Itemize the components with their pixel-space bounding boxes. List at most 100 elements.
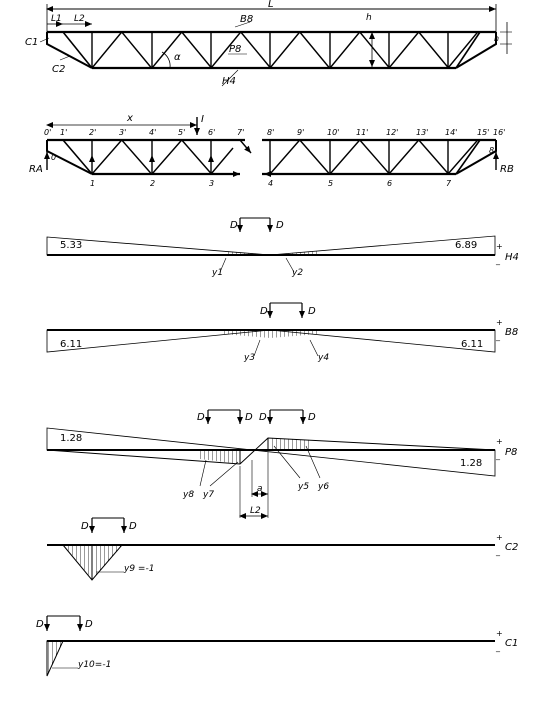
angle-arc xyxy=(161,51,171,69)
il-b8-left-value: 6.11 xyxy=(60,339,82,350)
top-node-label: 13' xyxy=(416,128,428,137)
y5-leader xyxy=(273,445,301,479)
diagonal-up-1 xyxy=(91,31,123,69)
angle-label: α xyxy=(174,52,181,63)
diagonal-down-2-5 xyxy=(359,139,391,175)
top-node-label: 9' xyxy=(297,128,304,137)
end-diagonal-left-2 xyxy=(62,139,93,175)
il-b8-member: B8 xyxy=(505,327,518,338)
y8-leader xyxy=(199,459,207,487)
il-h4-load-label-right: D xyxy=(276,220,284,231)
y6-label: y6 xyxy=(317,482,329,492)
y4-label: y4 xyxy=(317,353,329,363)
top-node-label: 2' xyxy=(89,128,96,137)
il-b8-minus: _ xyxy=(495,332,501,341)
influence-line-c1: D D y10=-1 + _ C1 xyxy=(36,615,518,677)
diagonal-up-2-cut xyxy=(210,147,234,175)
y3-leader xyxy=(253,339,261,357)
il-b8-load-label-right: D xyxy=(308,306,316,317)
bottom-node-label: 4 xyxy=(268,179,273,188)
diagonal-down-1 xyxy=(121,31,153,69)
y7-leader xyxy=(209,461,239,487)
bottom-node-label: 5 xyxy=(328,179,333,188)
loaded-truss: x I 0'1'2'3'4'5'6'7'8'9'10'11'12'13'14'1… xyxy=(29,113,514,188)
il-h4-left-value: 5.33 xyxy=(60,240,82,251)
y7-label: y7 xyxy=(202,490,214,500)
y5-label: y5 xyxy=(297,482,309,492)
il-h4-member: H4 xyxy=(505,252,519,263)
diagonal-down-6 xyxy=(418,31,450,69)
top-chord-label: B8 xyxy=(240,14,253,25)
il-c2-minus: _ xyxy=(495,547,501,556)
y3-label: y3 xyxy=(243,353,255,363)
vertical-arrow-1 xyxy=(89,155,95,162)
diagonal-down-2-4 xyxy=(299,139,331,175)
il-p8-minus: _ xyxy=(495,451,501,460)
bottom-chord-label: H4 xyxy=(222,76,236,87)
diagonal-up-2-2 xyxy=(151,139,183,175)
top-node-label: 5' xyxy=(178,128,185,137)
top-node-label: 11' xyxy=(356,128,368,137)
height-label: h xyxy=(366,13,372,23)
influence-line-c2: D D y9 =-1 + _ C2 xyxy=(47,517,518,581)
y1-leader xyxy=(219,257,227,273)
diagonal-label: P8 xyxy=(229,44,241,55)
l2-label: L2 xyxy=(74,14,85,24)
left-vertical-label: C1 xyxy=(25,37,38,48)
bottom-node-label: 1 xyxy=(90,179,95,188)
y6-leader xyxy=(305,445,321,479)
y10-label: y10=-1 xyxy=(77,660,111,670)
influence-line-p8: 1.28 1.28 D D D D a L2 y8 y7 y5 y6 + _ P… xyxy=(46,409,517,519)
il-c1-plus: + xyxy=(496,629,503,638)
left-reaction-label: RA xyxy=(29,164,43,175)
loaded-truss-web xyxy=(89,139,479,175)
il-p8-plus: + xyxy=(496,437,503,446)
diagonal-down-2-1 xyxy=(121,139,153,175)
diagonal-up-2 xyxy=(151,31,183,69)
il-c1-load-label-left: D xyxy=(36,619,44,630)
diagonal-up-5 xyxy=(329,31,361,69)
il-c1-member: C1 xyxy=(505,638,518,649)
top-node-label: 15' xyxy=(477,128,489,137)
left-end-members xyxy=(46,32,93,69)
end-diagonal-left xyxy=(62,31,93,69)
influence-line-b8: 6.11 6.11 D D y3 y4 + _ B8 xyxy=(46,302,518,363)
h4-leader xyxy=(221,69,239,87)
il-b8-hatch xyxy=(222,330,318,338)
il-p8-load-label-2: D xyxy=(245,412,253,423)
truss-geometry: L L1 L2 α h h B8 P8 H4 C1 xyxy=(25,0,512,87)
c1-leader xyxy=(39,37,50,43)
top-node-label: 16' xyxy=(493,128,505,137)
diagonal-up-2-6 xyxy=(388,139,420,175)
il-h4-load-label-left: D xyxy=(230,220,238,231)
span-label: L xyxy=(268,0,274,10)
top-node-label: 4' xyxy=(149,128,156,137)
il-b8-right-value: 6.11 xyxy=(461,339,483,350)
il-p8-load-label-4: D xyxy=(308,412,316,423)
bottom-node-label: 2 xyxy=(150,179,155,188)
il-h4-minus: _ xyxy=(495,256,501,265)
left-end-members-2 xyxy=(46,140,93,175)
diagonal-up-6 xyxy=(388,31,420,69)
il-b8-load-label-left: D xyxy=(260,306,268,317)
diagonal-up-2-1 xyxy=(91,139,123,175)
end-diagonal-right-2 xyxy=(455,139,481,175)
bottom-node-label: 3 xyxy=(209,179,214,188)
x-label: x xyxy=(126,113,133,124)
end-diagonal-right xyxy=(455,31,481,69)
c2-leader xyxy=(59,55,71,61)
right-reaction-label: RB xyxy=(500,164,514,175)
il-c2-plus: + xyxy=(496,533,503,542)
dim-l2-label: L2 xyxy=(250,506,261,516)
il-h4-right-value: 6.89 xyxy=(455,240,477,251)
section-label: I xyxy=(201,114,204,125)
diagonal-up-2-7 xyxy=(447,139,479,175)
bottom-node-label: 7 xyxy=(446,179,452,188)
diagonal-down-2-6 xyxy=(418,139,450,175)
right-end-node-label: 8 xyxy=(489,146,494,155)
y1-label: y1 xyxy=(211,268,223,278)
diagonal-down-3 xyxy=(240,31,272,69)
il-p8-hatch-pos xyxy=(268,438,310,450)
